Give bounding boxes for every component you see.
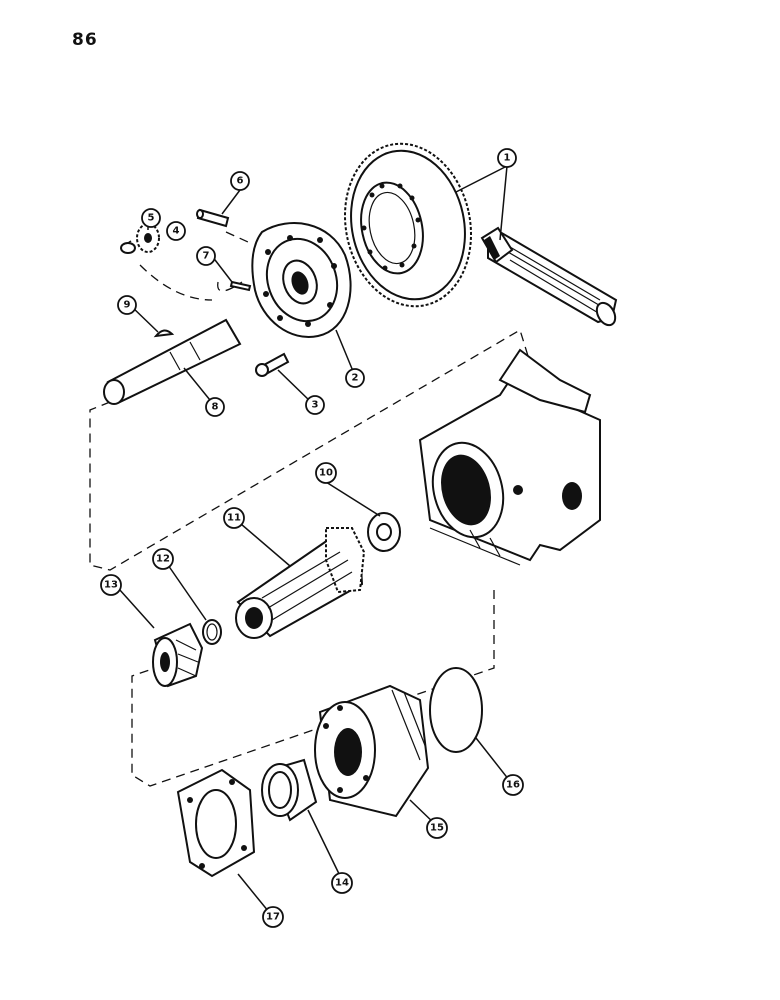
o-ring xyxy=(429,667,483,753)
tapered-roller-bearing xyxy=(152,622,204,688)
svg-text:11: 11 xyxy=(227,513,241,524)
differential-case xyxy=(251,222,352,338)
callout-12: 12 xyxy=(152,548,174,570)
output-gear-shaft xyxy=(235,527,366,639)
roll-pin xyxy=(229,280,252,292)
transmission-housing xyxy=(418,348,601,566)
svg-text:2: 2 xyxy=(352,373,359,384)
bearing-cup-small xyxy=(202,619,222,645)
svg-text:15: 15 xyxy=(430,823,444,834)
woodruff-key xyxy=(153,329,175,338)
callout-6: 6 xyxy=(230,171,250,191)
pinion-shaft xyxy=(480,226,618,327)
svg-text:4: 4 xyxy=(173,226,180,237)
bearing-cup-large xyxy=(261,758,318,822)
callout-3: 3 xyxy=(305,395,325,415)
callout-2: 2 xyxy=(345,368,365,388)
callout-8: 8 xyxy=(205,397,225,417)
cross-shaft xyxy=(103,318,242,405)
svg-text:12: 12 xyxy=(156,554,170,565)
svg-text:10: 10 xyxy=(319,468,333,479)
bolt xyxy=(255,352,290,377)
housing-washer xyxy=(367,512,401,552)
svg-text:7: 7 xyxy=(203,251,210,262)
svg-text:8: 8 xyxy=(212,402,219,413)
svg-text:9: 9 xyxy=(124,300,131,311)
pinion-gear xyxy=(136,223,160,253)
gasket xyxy=(176,768,256,878)
callout-14: 14 xyxy=(331,872,353,894)
callout-4: 4 xyxy=(166,221,186,241)
pinion-pin xyxy=(196,208,230,228)
svg-text:6: 6 xyxy=(237,176,244,187)
svg-text:14: 14 xyxy=(335,878,349,889)
callout-13: 13 xyxy=(100,574,122,596)
page-number: 86 xyxy=(72,30,98,50)
callout-9: 9 xyxy=(117,295,137,315)
svg-text:16: 16 xyxy=(506,780,520,791)
callout-15: 15 xyxy=(426,817,448,839)
assembly-dashed-lines xyxy=(89,231,529,787)
svg-text:1: 1 xyxy=(504,153,511,164)
bearing-retainer xyxy=(314,684,430,818)
callout-16: 16 xyxy=(502,774,524,796)
svg-text:3: 3 xyxy=(312,400,319,411)
thrust-washer xyxy=(120,242,136,254)
svg-text:5: 5 xyxy=(148,213,155,224)
callout-1: 1 xyxy=(497,148,517,168)
callout-17: 17 xyxy=(262,906,284,928)
callout-10: 10 xyxy=(315,462,337,484)
callout-11: 11 xyxy=(223,507,245,529)
svg-text:13: 13 xyxy=(104,580,118,591)
ring-gear xyxy=(344,142,472,308)
callout-7: 7 xyxy=(196,246,216,266)
svg-text:17: 17 xyxy=(266,912,280,923)
callout-5: 5 xyxy=(141,208,161,228)
